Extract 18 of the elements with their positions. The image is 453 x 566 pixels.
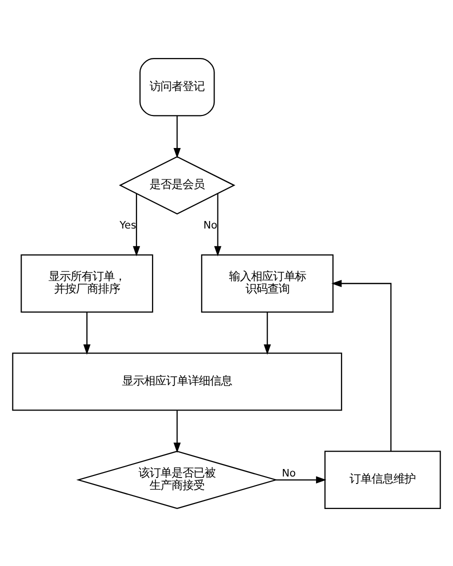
node-diamond: 该订单是否已被生产商接受 xyxy=(76,450,278,509)
node-box: 输入相应订单标识码查询 xyxy=(201,254,334,312)
node-box: 显示所有订单，并按厂商排序 xyxy=(20,254,154,312)
arrow xyxy=(174,116,181,158)
arrow xyxy=(264,312,271,354)
node-box: 订单信息维护 xyxy=(324,450,441,508)
node-box: 显示相应订单详细信息 xyxy=(12,352,342,410)
arrow xyxy=(276,476,326,483)
node-box: 访问者登记 xyxy=(139,58,215,116)
arrow xyxy=(132,193,140,256)
edge-label: Yes xyxy=(120,218,136,231)
edge-label: No xyxy=(282,467,296,480)
arrow xyxy=(83,312,91,354)
edge-label: No xyxy=(203,218,218,231)
arrow xyxy=(331,279,392,451)
node-diamond: 是否是会员 xyxy=(118,156,236,214)
arrow xyxy=(214,193,222,256)
arrow xyxy=(174,410,181,452)
